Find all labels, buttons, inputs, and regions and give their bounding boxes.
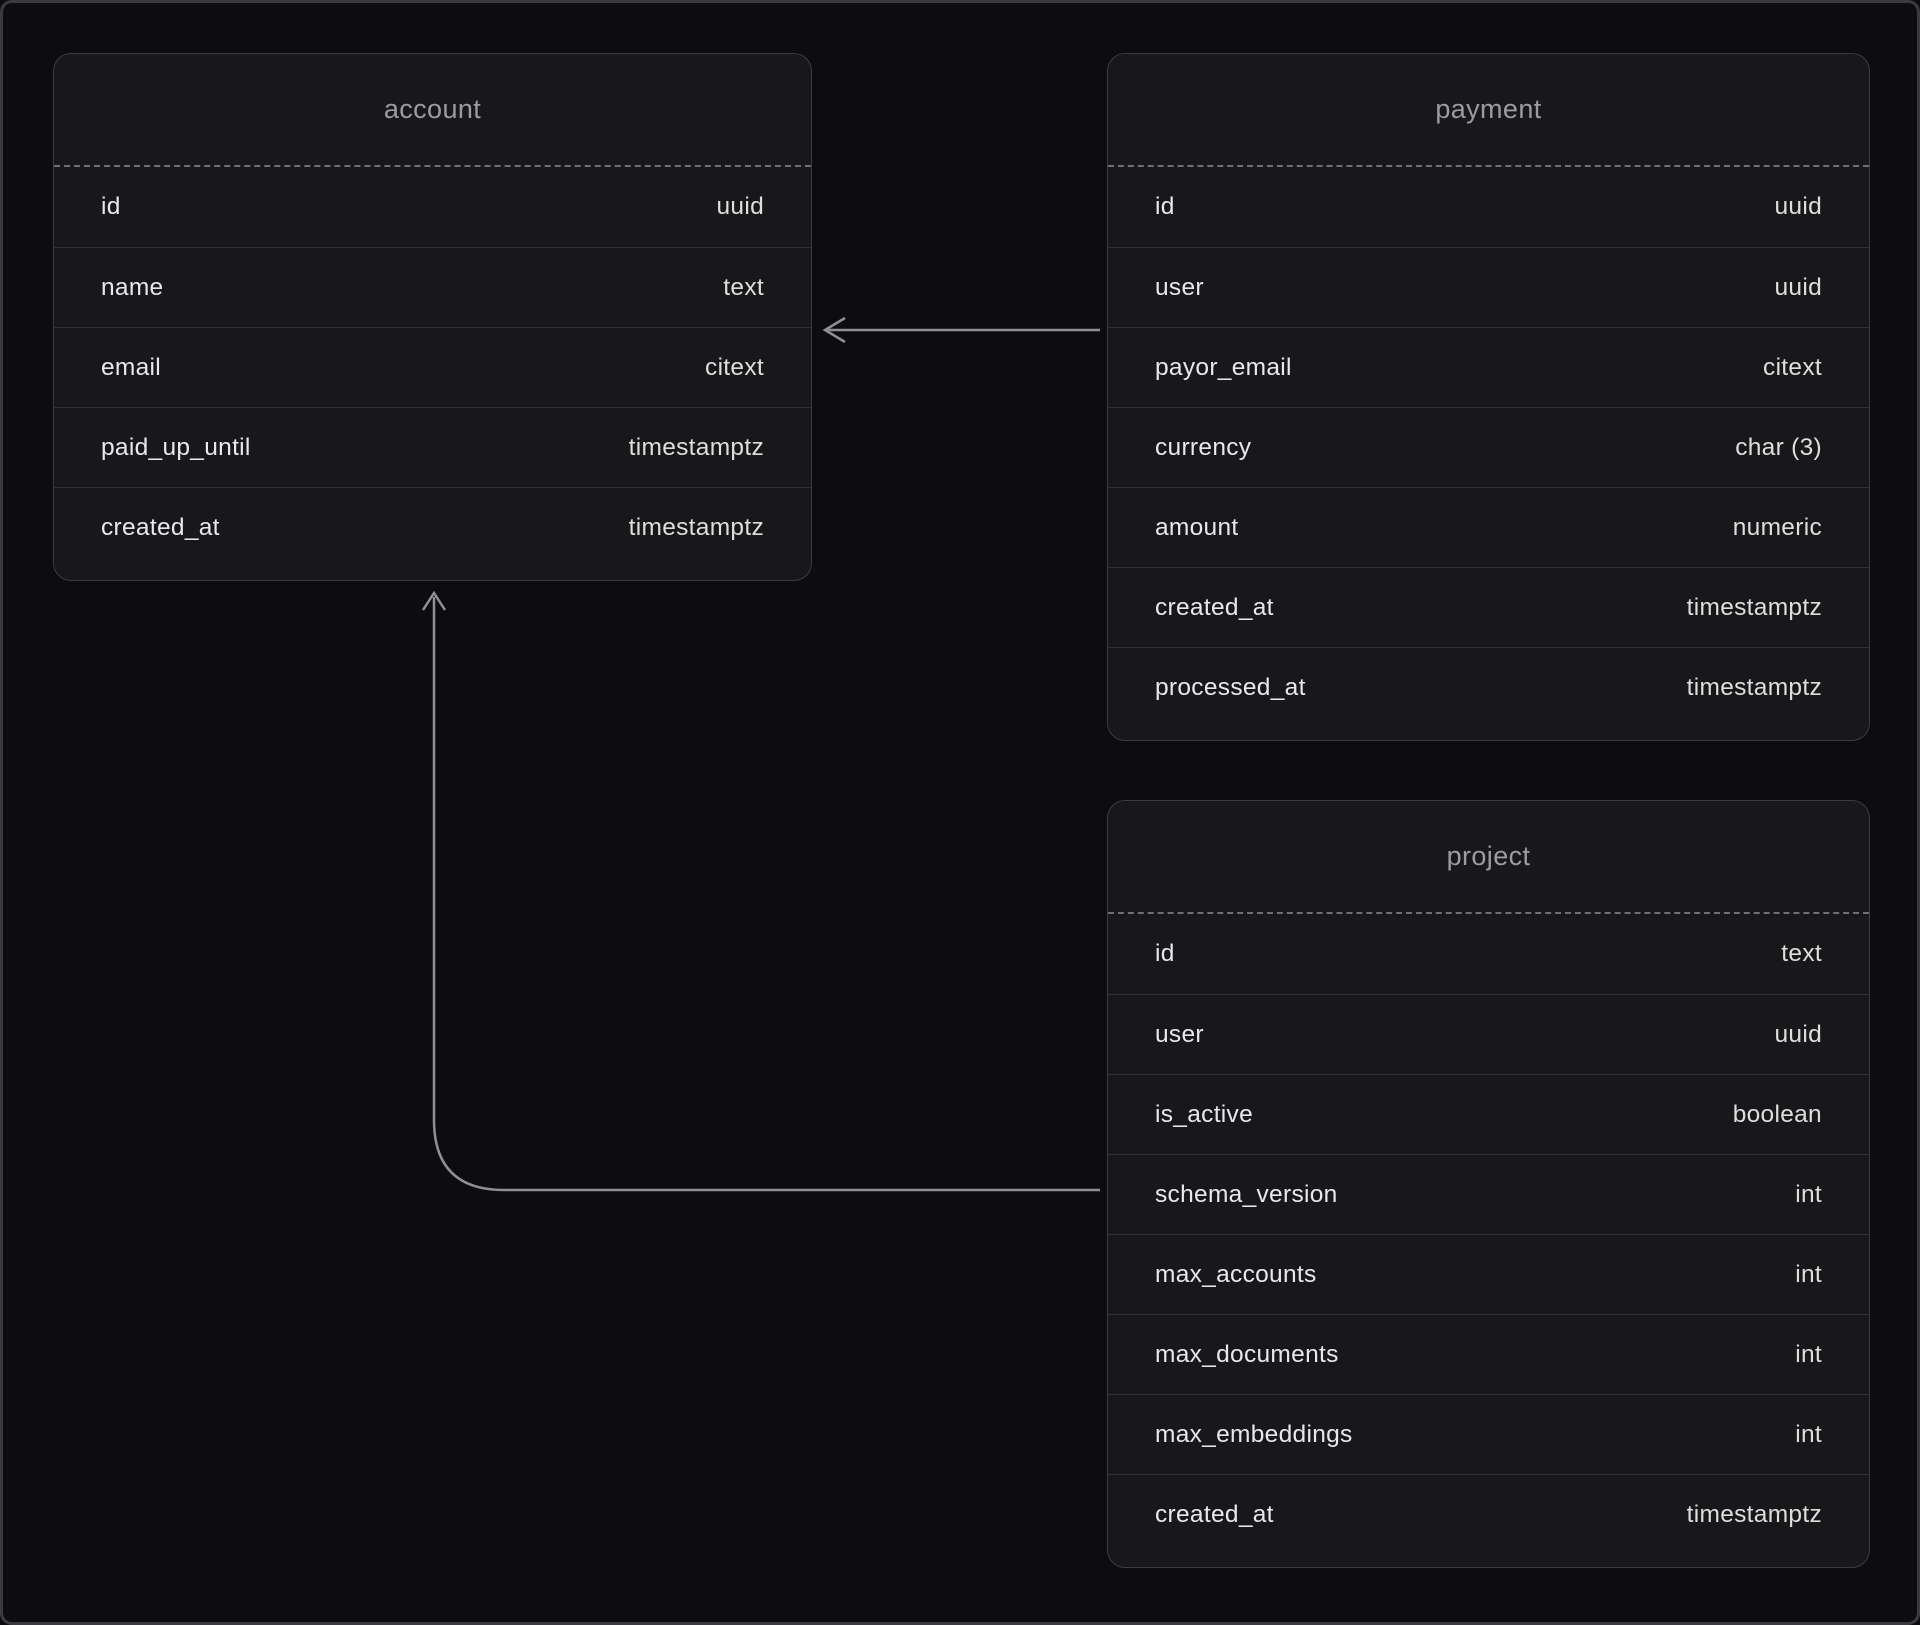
table-account-rows: id uuid name text email citext paid_up_u… — [54, 167, 811, 567]
table-row: id text — [1108, 914, 1869, 994]
relation-project-to-account-line — [432, 597, 1100, 1192]
column-type: int — [1795, 1340, 1822, 1368]
column-type: int — [1795, 1420, 1822, 1448]
table-row: email citext — [54, 327, 811, 407]
column-type: uuid — [1774, 273, 1822, 301]
column-type: timestamptz — [1686, 1500, 1822, 1528]
column-type: citext — [1763, 353, 1822, 381]
column-type: uuid — [716, 193, 764, 220]
table-row: currency char (3) — [1108, 407, 1869, 487]
column-name: max_embeddings — [1155, 1420, 1353, 1448]
column-name: currency — [1155, 433, 1252, 461]
table-payment[interactable]: payment id uuid user uuid payor_email ci… — [1107, 53, 1870, 741]
table-row: id uuid — [54, 167, 811, 247]
column-type: int — [1795, 1260, 1822, 1288]
table-row: max_accounts int — [1108, 1234, 1869, 1314]
table-row: user uuid — [1108, 994, 1869, 1074]
column-name: max_documents — [1155, 1340, 1339, 1368]
column-type: timestamptz — [1686, 673, 1822, 701]
table-row: created_at timestamptz — [1108, 1474, 1869, 1554]
column-name: created_at — [1155, 1500, 1274, 1528]
column-type: char (3) — [1735, 433, 1822, 461]
table-row: payor_email citext — [1108, 327, 1869, 407]
table-account-title: account — [54, 54, 811, 167]
column-name: created_at — [1155, 593, 1274, 621]
column-name: user — [1155, 1020, 1204, 1048]
table-row: max_documents int — [1108, 1314, 1869, 1394]
column-name: max_accounts — [1155, 1260, 1317, 1288]
column-name: payor_email — [1155, 353, 1292, 381]
relation-project-to-account-arrowhead — [421, 590, 447, 611]
column-name: user — [1155, 273, 1204, 301]
column-type: timestamptz — [1686, 593, 1822, 621]
table-project-title: project — [1108, 801, 1869, 914]
column-type: boolean — [1732, 1100, 1822, 1128]
column-name: processed_at — [1155, 673, 1306, 701]
table-row: id uuid — [1108, 167, 1869, 247]
column-type: timestamptz — [628, 513, 764, 541]
column-type: int — [1795, 1180, 1822, 1208]
column-type: text — [1781, 940, 1822, 967]
table-row: created_at timestamptz — [1108, 567, 1869, 647]
column-type: numeric — [1732, 513, 1822, 541]
table-row: name text — [54, 247, 811, 327]
table-row: created_at timestamptz — [54, 487, 811, 567]
column-type: text — [723, 273, 764, 301]
column-type: uuid — [1774, 1020, 1822, 1048]
table-payment-rows: id uuid user uuid payor_email citext cur… — [1108, 167, 1869, 727]
column-name: paid_up_until — [101, 433, 251, 461]
column-name: created_at — [101, 513, 220, 541]
column-type: uuid — [1774, 193, 1822, 220]
column-name: is_active — [1155, 1100, 1254, 1128]
table-row: amount numeric — [1108, 487, 1869, 567]
column-name: id — [1155, 940, 1175, 967]
table-payment-title: payment — [1108, 54, 1869, 167]
relation-payment-to-account-arrowhead — [822, 316, 846, 344]
column-type: citext — [705, 353, 764, 381]
table-row: schema_version int — [1108, 1154, 1869, 1234]
table-row: is_active boolean — [1108, 1074, 1869, 1154]
column-name: name — [101, 273, 164, 301]
column-name: amount — [1155, 513, 1239, 541]
table-row: max_embeddings int — [1108, 1394, 1869, 1474]
column-name: id — [101, 193, 121, 220]
column-name: id — [1155, 193, 1175, 220]
table-project[interactable]: project id text user uuid is_active bool… — [1107, 800, 1870, 1568]
table-project-rows: id text user uuid is_active boolean sche… — [1108, 914, 1869, 1554]
table-row: processed_at timestamptz — [1108, 647, 1869, 727]
column-type: timestamptz — [628, 433, 764, 461]
table-row: paid_up_until timestamptz — [54, 407, 811, 487]
column-name: schema_version — [1155, 1180, 1338, 1208]
table-account[interactable]: account id uuid name text email citext p… — [53, 53, 812, 581]
column-name: email — [101, 353, 162, 381]
table-row: user uuid — [1108, 247, 1869, 327]
